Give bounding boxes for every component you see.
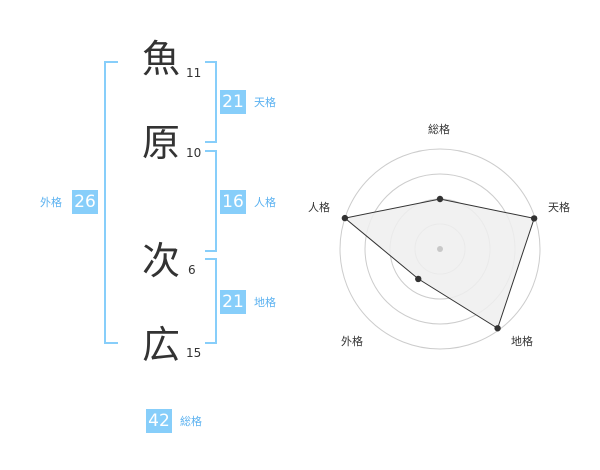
stroke-count-1: 11	[186, 66, 202, 80]
stroke-count-2: 10	[186, 146, 202, 160]
chikaku-label: 地格	[254, 296, 276, 309]
radar-label-chikaku: 地格	[511, 335, 533, 348]
stroke-count-3: 6	[188, 263, 196, 277]
name-char-1: 魚	[142, 37, 181, 81]
tenkaku-label: 天格	[254, 96, 276, 109]
radar-ring	[339, 148, 541, 350]
jinkaku-bracket	[205, 150, 217, 252]
gaikaku-bracket	[104, 61, 118, 344]
soukaku-value: 42	[146, 409, 172, 433]
gaikaku-label: 外格	[40, 196, 62, 209]
radar-point-3	[494, 325, 501, 332]
radar-point-5	[341, 214, 349, 222]
radar-label-soukaku: 総格	[428, 123, 450, 136]
name-char-3: 次	[142, 239, 181, 283]
chikaku-bracket	[205, 258, 217, 344]
jinkaku-value: 16	[220, 190, 246, 214]
name-char-4: 広	[142, 323, 181, 367]
gaikaku-value: 26	[72, 190, 98, 214]
radar-label-gaikaku: 外格	[341, 335, 363, 348]
radar-area	[343, 198, 535, 330]
stroke-count-4: 15	[186, 346, 202, 360]
radar-center-dot	[437, 246, 443, 252]
radar-label-tenkaku: 天格	[548, 201, 570, 214]
radar-label-jinkaku: 人格	[308, 201, 330, 214]
radar-point-2	[530, 215, 538, 222]
chikaku-value: 21	[220, 290, 246, 314]
soukaku-label: 総格	[180, 415, 202, 428]
jinkaku-label: 人格	[254, 196, 276, 209]
radar-point-4	[415, 275, 422, 283]
tenkaku-value: 21	[220, 90, 246, 114]
radar-point-1	[436, 195, 444, 203]
name-char-2: 原	[142, 121, 181, 165]
tenkaku-bracket	[205, 61, 217, 143]
